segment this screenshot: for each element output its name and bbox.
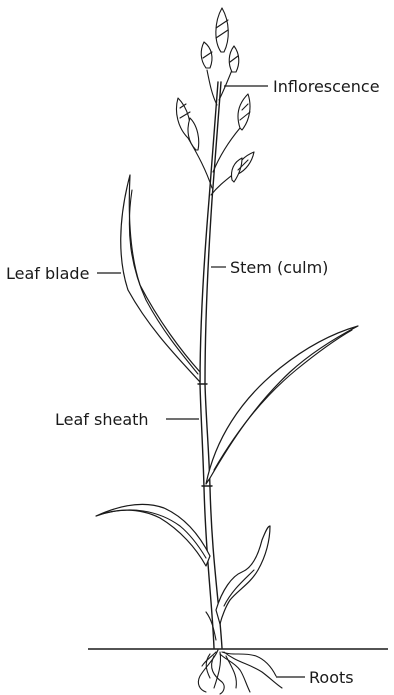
leaf-blade-upper: [121, 175, 200, 382]
label-roots: Roots: [309, 668, 354, 687]
label-leaf-sheath: Leaf sheath: [55, 410, 149, 429]
inflorescence: [176, 8, 254, 195]
label-leaf-blade: Leaf blade: [6, 264, 89, 283]
leaf-blade-right: [206, 326, 358, 484]
label-inflorescence: Inflorescence: [273, 77, 380, 96]
leaf-lower-left: [96, 504, 210, 566]
stem-culm: [198, 82, 222, 648]
label-stem: Stem (culm): [230, 258, 328, 277]
roots: [198, 650, 282, 694]
